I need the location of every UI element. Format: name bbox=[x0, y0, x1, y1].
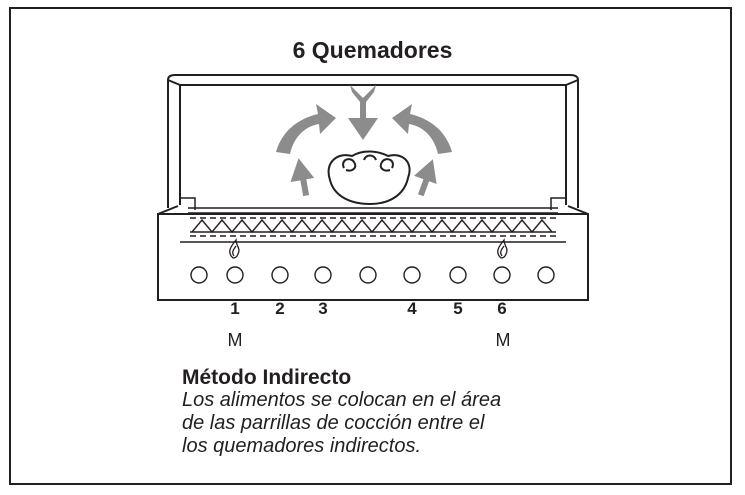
method-line-2: de las parrillas de cocción entre el bbox=[182, 412, 485, 434]
food-icon bbox=[327, 150, 411, 206]
cooking-grate bbox=[188, 207, 558, 214]
flavorizer-bars bbox=[180, 217, 566, 243]
method-line-3: los quemadores indirectos. bbox=[182, 435, 422, 457]
heat-arrow-icon bbox=[276, 85, 452, 197]
method-heading: Método Indirecto bbox=[182, 366, 352, 389]
burner-number-3: 3 bbox=[318, 299, 328, 318]
burner-number-5: 5 bbox=[453, 299, 463, 318]
diagram-title: 6 Quemadores bbox=[292, 37, 453, 63]
grill-firebox bbox=[157, 205, 589, 301]
flame-icon bbox=[229, 238, 508, 259]
burner-number-4: 4 bbox=[407, 299, 417, 318]
diagram-frame bbox=[9, 7, 732, 485]
control-knob-icon bbox=[190, 266, 555, 284]
method-description: Los alimentos se colocan en el área de l… bbox=[182, 389, 622, 458]
burner-number-2: 2 bbox=[275, 299, 285, 318]
grill-lid bbox=[167, 74, 579, 208]
lid-hinges bbox=[179, 175, 567, 210]
burner-number-1: 1 bbox=[230, 299, 240, 318]
burner-marker-1: M bbox=[227, 330, 243, 350]
burner-marker-6: M bbox=[495, 330, 511, 350]
method-line-1: Los alimentos se colocan en el área bbox=[182, 389, 502, 411]
burner-number-6: 6 bbox=[497, 299, 507, 318]
